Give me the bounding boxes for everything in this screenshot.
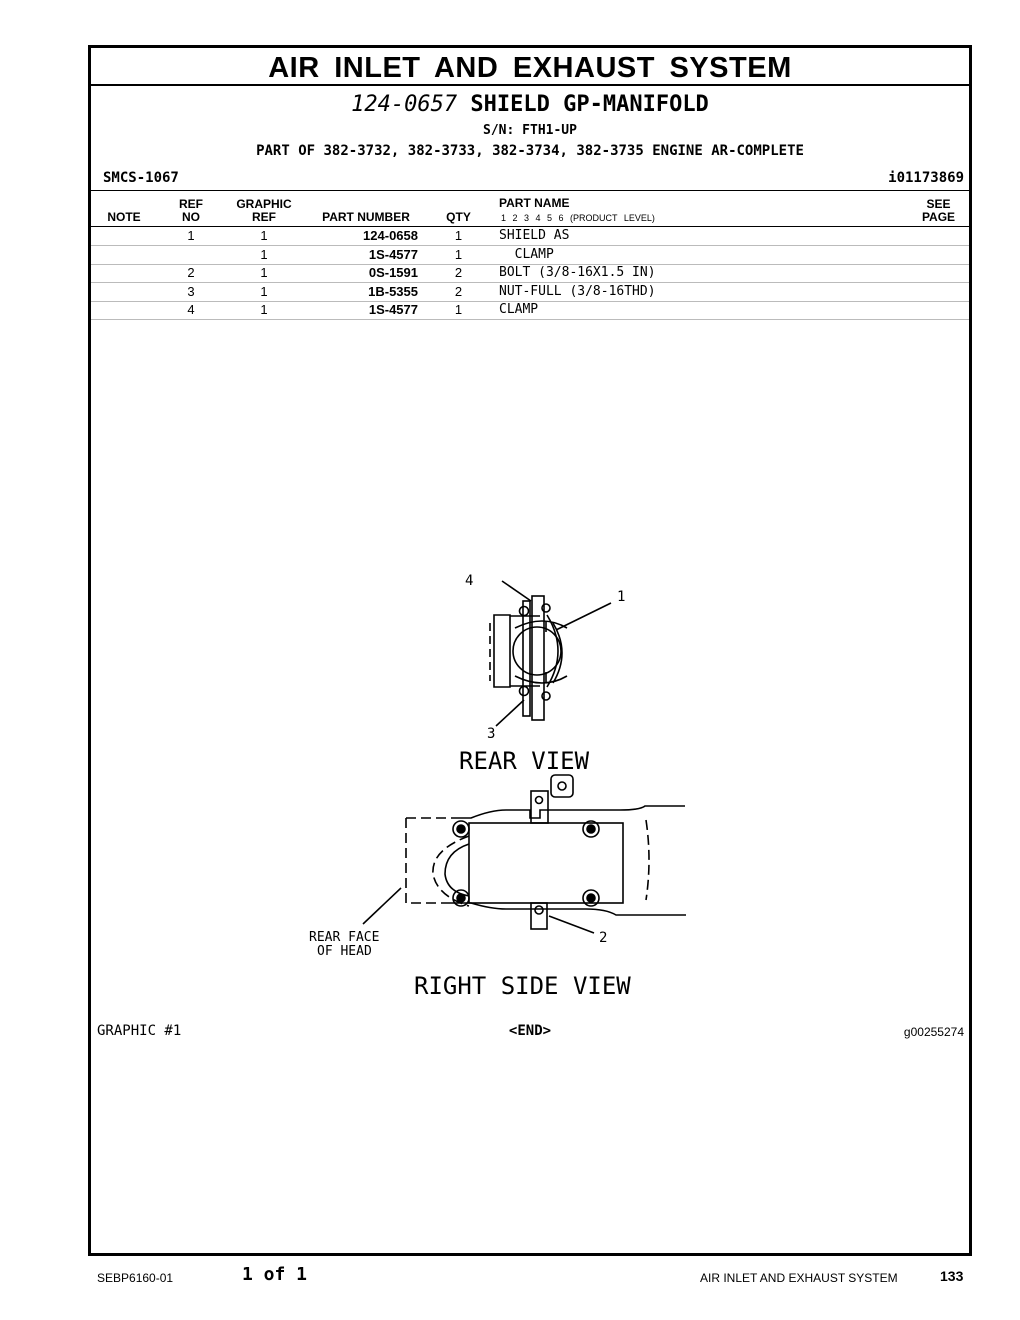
callout-3: 3 bbox=[487, 726, 495, 742]
table-row: 4 1 1S-4577 1 CLAMP bbox=[91, 301, 969, 320]
graphic-ref-cell: 1 bbox=[260, 302, 268, 317]
part-name-cell: BOLT (3/8-16X1.5 IN) bbox=[499, 265, 656, 280]
rear-view-drawing bbox=[489, 580, 612, 727]
graphic-ref-cell: 1 bbox=[260, 283, 268, 299]
footer-doc-number: SEBP6160-01 bbox=[97, 1271, 174, 1285]
table-row: 2 1 0S-1591 2 BOLT (3/8-16X1.5 IN) bbox=[91, 264, 969, 283]
section-title: AIR INLET AND EXHAUST SYSTEM bbox=[91, 48, 969, 86]
part-number-cell: 1S-4577 bbox=[368, 246, 418, 262]
header-graphic-ref-line2: REF bbox=[252, 210, 276, 224]
header-ref-no-line2: NO bbox=[182, 210, 200, 224]
ref-no-cell: 3 bbox=[187, 283, 195, 299]
part-number-cell: 1S-4577 bbox=[368, 302, 418, 317]
header-see-page-line2: PAGE bbox=[921, 210, 956, 224]
footer-page-number: 133 bbox=[940, 1268, 964, 1284]
end-marker: <END> bbox=[508, 1023, 552, 1039]
callout-2: 2 bbox=[599, 930, 607, 946]
graphic-ref-cell: 1 bbox=[260, 265, 268, 280]
rear-face-label-line2: OF HEAD bbox=[317, 944, 372, 959]
header-divider bbox=[91, 226, 969, 227]
callout-1: 1 bbox=[617, 589, 625, 605]
header-graphic-ref: GRAPHIC REF bbox=[231, 198, 297, 224]
header-see-page: SEE PAGE bbox=[916, 198, 961, 224]
qty-cell: 1 bbox=[454, 228, 463, 243]
part-name-cell: CLAMP bbox=[499, 302, 539, 317]
ref-no-cell: 1 bbox=[187, 228, 195, 243]
page-frame: AIR INLET AND EXHAUST SYSTEM 124-0657 SH… bbox=[88, 45, 972, 1256]
divider bbox=[91, 190, 969, 191]
right-side-view-label: RIGHT SIDE VIEW bbox=[414, 972, 631, 1000]
header-qty: QTY bbox=[446, 210, 471, 224]
header-graphic-ref-line1: GRAPHIC bbox=[236, 197, 292, 211]
table-row: 1 1 124-0658 1 SHIELD AS bbox=[91, 227, 969, 246]
rear-face-label-line1: REAR FACE bbox=[309, 930, 379, 945]
header-product-level: 1 2 3 4 5 6 (PRODUCT LEVEL) bbox=[501, 213, 655, 223]
header-part-number: PART NUMBER bbox=[322, 210, 410, 224]
ref-no-cell: 2 bbox=[187, 265, 195, 280]
illustration-id: i01173869 bbox=[888, 170, 964, 186]
group-title: 124-0657 SHIELD GP-MANIFOLD bbox=[91, 92, 969, 117]
group-name: SHIELD GP-MANIFOLD bbox=[470, 92, 709, 117]
part-of-line: PART OF 382-3732, 382-3733, 382-3734, 38… bbox=[256, 143, 804, 159]
part-number-cell: 1B-5355 bbox=[368, 283, 418, 299]
part-name-cell: SHIELD AS bbox=[499, 228, 570, 243]
table-row: 3 1 1B-5355 2 NUT-FULL (3/8-16THD) bbox=[91, 283, 969, 302]
group-number: 124-0657 bbox=[351, 92, 458, 117]
qty-cell: 1 bbox=[454, 302, 463, 317]
smcs-code: SMCS-1067 bbox=[103, 170, 179, 186]
qty-cell: 2 bbox=[454, 283, 463, 299]
part-number-cell: 124-0658 bbox=[363, 228, 418, 243]
header-ref-no-line1: REF bbox=[179, 197, 203, 211]
header-part-name: PART NAME bbox=[499, 196, 570, 210]
graphic-label: GRAPHIC #1 bbox=[97, 1023, 182, 1039]
part-name-cell: CLAMP bbox=[499, 246, 554, 262]
serial-number: S/N: FTH1-UP bbox=[483, 123, 577, 138]
graphic-ref-cell: 1 bbox=[260, 246, 268, 262]
part-number-cell: 0S-1591 bbox=[368, 265, 418, 280]
graphic-ref-cell: 1 bbox=[260, 228, 268, 243]
footer-page-of: 1 of 1 bbox=[242, 1264, 308, 1285]
part-name-cell: NUT-FULL (3/8-16THD) bbox=[499, 283, 656, 299]
footer-section: AIR INLET AND EXHAUST SYSTEM bbox=[700, 1271, 898, 1285]
qty-cell: 1 bbox=[454, 246, 463, 262]
header-note: NOTE bbox=[107, 210, 141, 224]
ref-no-cell: 4 bbox=[187, 302, 195, 317]
qty-cell: 2 bbox=[454, 265, 463, 280]
header-ref-no: REF NO bbox=[176, 198, 206, 224]
callout-4: 4 bbox=[465, 573, 473, 589]
table-row: 1 1S-4577 1 CLAMP bbox=[91, 246, 969, 265]
graphic-id: g00255274 bbox=[903, 1025, 964, 1039]
right-side-view-drawing bbox=[362, 774, 686, 934]
rear-view-label: REAR VIEW bbox=[459, 747, 590, 775]
header-see-page-line1: SEE bbox=[926, 197, 951, 211]
parts-illustration: 4 1 3 REAR VIEW REAR FACE OF HEAD 2 RIGH… bbox=[309, 573, 686, 1000]
